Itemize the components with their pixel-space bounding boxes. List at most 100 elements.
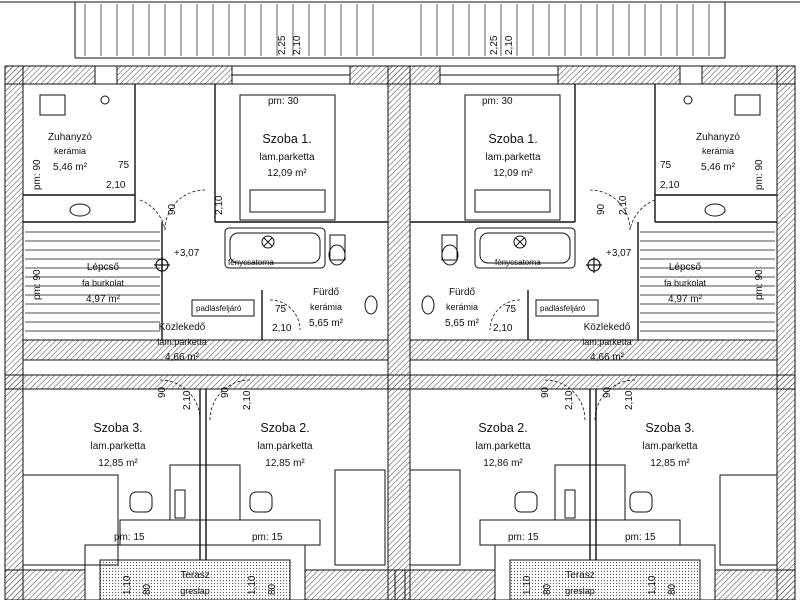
door-width: 90 [157, 386, 168, 398]
room-area: 4,97 m² [668, 294, 703, 305]
sill-height: pm: 90 [32, 159, 43, 190]
door-height: 2,10 [618, 195, 629, 215]
window-width: 2,25 [277, 35, 288, 55]
window-height: 2,10 [292, 35, 303, 55]
room-floor: lam.parketta [90, 441, 145, 452]
door-width: 75 [118, 160, 130, 171]
floor-level: +3,07 [174, 248, 200, 259]
room-area: 12,85 m² [265, 458, 305, 469]
terrace-floor: greslap [565, 586, 595, 596]
room-name: Szoba 1. [488, 132, 537, 146]
top-windows [94, 65, 703, 85]
attic-hatch-label: padlásfeljáró [196, 304, 242, 313]
room-floor: fa burkolat [82, 278, 125, 288]
door-swings [139, 189, 656, 421]
terrace-door-height: 80 [667, 583, 678, 595]
room-area: 12,85 m² [650, 458, 690, 469]
dimension-annotations: pm: 30 pm: 30 pm: 15 pm: 15 pm: 15 pm: 1… [32, 35, 765, 595]
terrace-door-height: 80 [142, 583, 153, 595]
room-floor: lam.parketta [259, 152, 314, 163]
room-name: Fürdő [313, 287, 340, 298]
sill-height: pm: 15 [114, 532, 145, 543]
room-area: 5,46 m² [53, 162, 88, 173]
sill-height: pm: 90 [754, 269, 765, 300]
room-name: Szoba 2. [478, 421, 527, 435]
room-area: 12,09 m² [267, 168, 307, 179]
door-height: 2,10 [242, 390, 253, 410]
door-width: 90 [540, 386, 551, 398]
room-name: Lépcső [669, 262, 702, 273]
room-name: Közlekedő [159, 322, 206, 333]
terrace-door-width: 1,10 [647, 575, 658, 595]
room-floor: fa burkolat [664, 278, 707, 288]
room-name: Lépcső [87, 262, 120, 273]
room-floor: lam.parketta [257, 441, 312, 452]
terrace-door-width: 1,10 [522, 575, 533, 595]
floor-level: +3,07 [606, 248, 632, 259]
terrace-door-height: 80 [542, 583, 553, 595]
room-floor: lam.parketta [485, 152, 540, 163]
skylight-label: fénycsatorna [228, 258, 274, 267]
terrace-door-width: 1,10 [247, 575, 258, 595]
beds [22, 94, 778, 566]
door-height: 2,10 [182, 390, 193, 410]
attic-hatch-label: padlásfeljáró [540, 304, 586, 313]
room-area: 12,85 m² [98, 458, 138, 469]
sill-height: pm: 30 [482, 96, 513, 107]
sill-height: pm: 15 [625, 532, 656, 543]
room-floor: lam.parketta [475, 441, 530, 452]
door-width: 90 [596, 203, 607, 215]
door-width: 75 [660, 160, 672, 171]
sill-height: pm: 90 [32, 269, 43, 300]
door-width: 75 [505, 304, 517, 315]
staircase-right [640, 231, 775, 332]
terrace-floor: greslap [180, 586, 210, 596]
attic-hatch [191, 299, 599, 317]
terrace-name: Terasz [180, 570, 209, 581]
chairs [129, 491, 653, 513]
room-name: Közlekedő [584, 322, 631, 333]
room-area: 5,65 m² [445, 318, 480, 329]
door-width: 90 [220, 386, 231, 398]
staircase-left [25, 231, 160, 332]
room-name: Szoba 2. [260, 421, 309, 435]
room-area: 5,46 m² [701, 162, 736, 173]
roof-structure [0, 1, 800, 59]
window-width: 2,25 [489, 35, 500, 55]
room-floor: lam.parketta [642, 441, 697, 452]
room-floor: kerámia [310, 302, 342, 312]
room-area: 4,97 m² [86, 294, 121, 305]
unit-left-labels: Szoba 1. lam.parketta 12,09 m² Zuhanyzó … [48, 132, 344, 469]
door-height: 2,10 [106, 180, 126, 191]
door-height: 2,10 [214, 195, 225, 215]
sill-height: pm: 90 [754, 159, 765, 190]
room-floor: kerámia [54, 146, 86, 156]
door-height: 2,10 [624, 390, 635, 410]
terrace [84, 544, 716, 600]
room-area: 4,66 m² [590, 352, 625, 363]
room-area: 5,65 m² [309, 318, 344, 329]
door-height: 2,10 [660, 180, 680, 191]
bathroom-fixtures [39, 94, 761, 315]
room-floor: kerámia [702, 146, 734, 156]
room-name: Zuhanyzó [696, 132, 740, 143]
window-height: 2,10 [504, 35, 515, 55]
room-area: 12,09 m² [493, 168, 533, 179]
door-width: 90 [167, 203, 178, 215]
room-name: Szoba 3. [93, 421, 142, 435]
terrace-name: Terasz [565, 570, 594, 581]
sill-height: pm: 15 [508, 532, 539, 543]
sill-height: pm: 30 [268, 96, 299, 107]
room-name: Szoba 3. [645, 421, 694, 435]
skylight-label: fénycsatorna [495, 258, 541, 267]
sill-height: pm: 15 [252, 532, 283, 543]
room-name: Fürdő [449, 287, 476, 298]
door-width: 90 [602, 386, 613, 398]
door-height: 2,10 [493, 323, 513, 334]
room-area: 12,86 m² [483, 458, 523, 469]
roof-rafters [84, 4, 710, 56]
door-width: 75 [275, 304, 287, 315]
room-floor: lam.parketta [582, 337, 632, 347]
room-name: Zuhanyzó [48, 132, 92, 143]
